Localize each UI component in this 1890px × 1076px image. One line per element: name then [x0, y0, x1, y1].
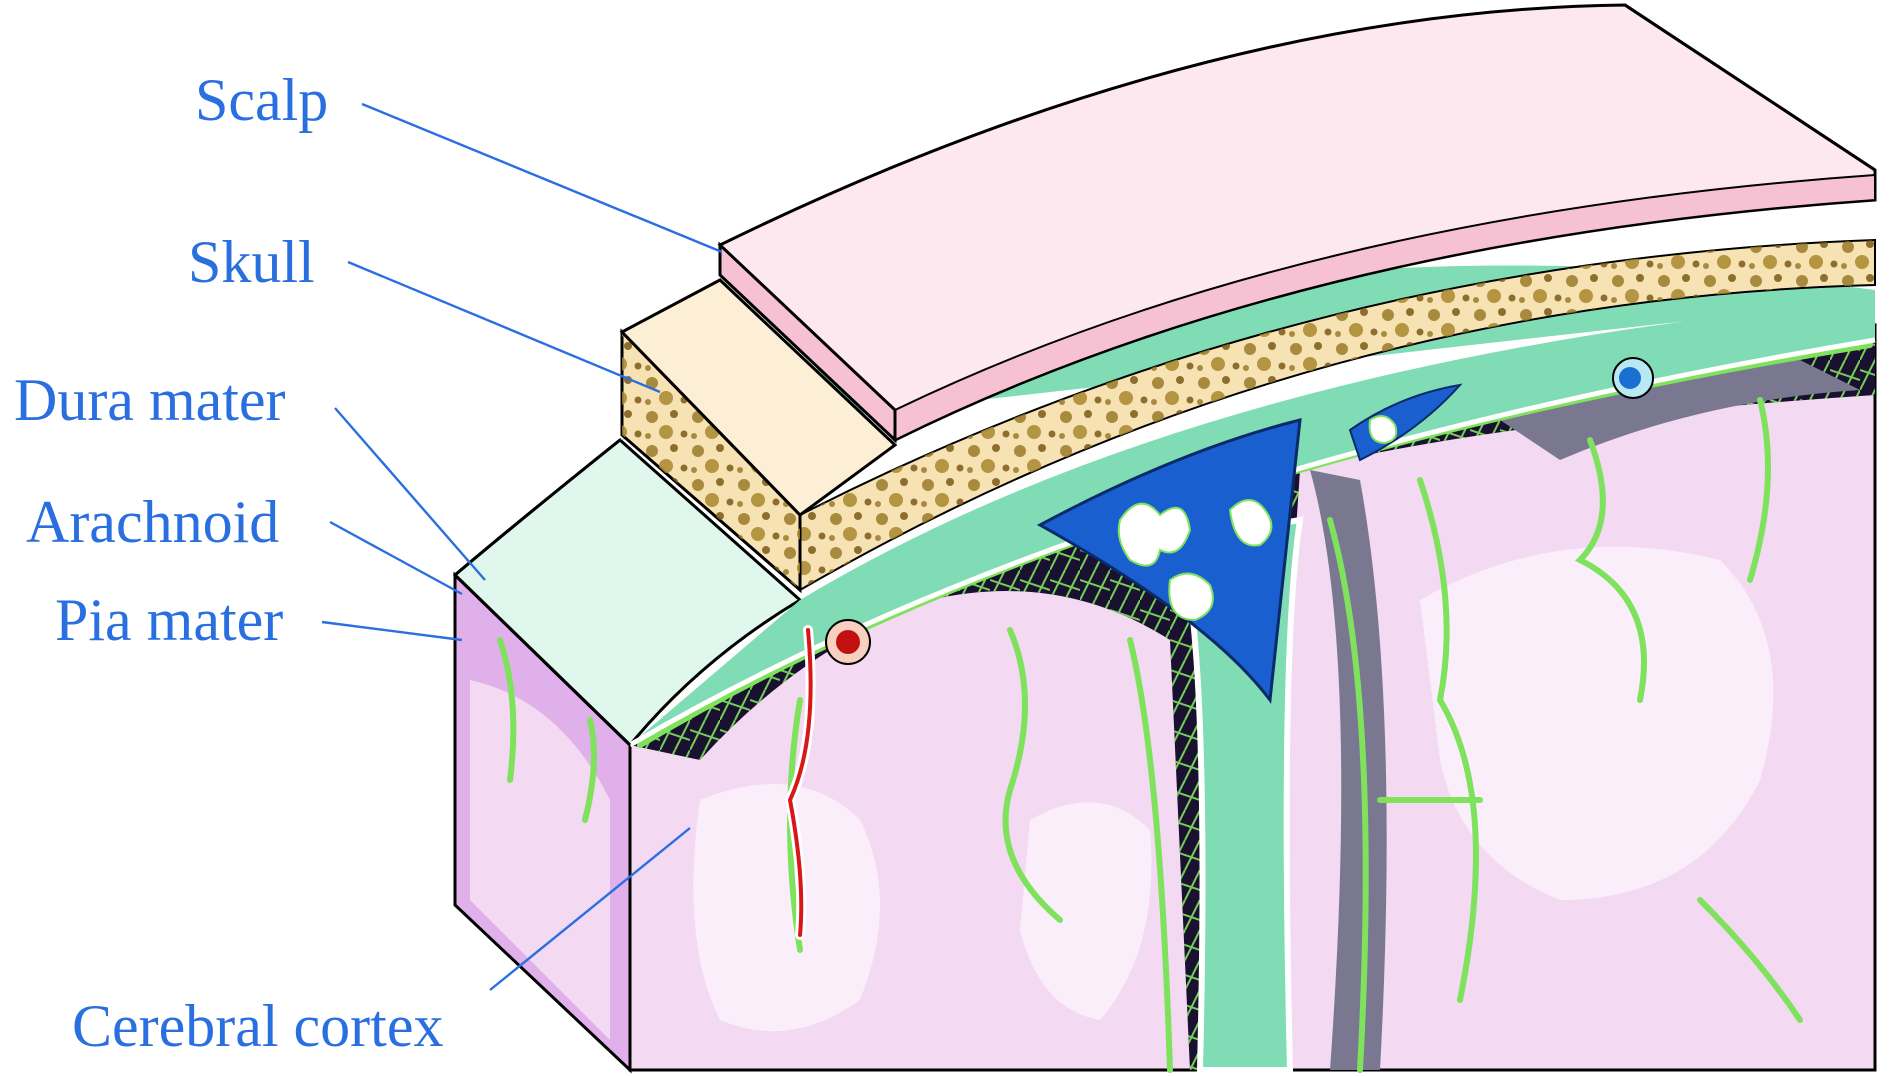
label-cerebral-cortex: Cerebral cortex — [72, 993, 443, 1059]
leader-dura — [334, 407, 486, 581]
skull-layer — [619, 238, 1876, 594]
label-scalp: Scalp — [195, 67, 328, 133]
label-pia-mater: Pia mater — [55, 587, 283, 653]
superior-sagittal-sinus — [1036, 383, 1463, 704]
label-skull: Skull — [188, 229, 315, 295]
label-arachnoid: Arachnoid — [26, 489, 279, 555]
brain-block-side — [453, 571, 632, 1074]
cerebral-artery — [784, 619, 871, 940]
leader-scalp — [361, 102, 723, 254]
leader-skull — [347, 260, 661, 394]
leader-cortex — [489, 827, 691, 991]
leader-pia — [321, 620, 463, 642]
scalp-layer — [717, 3, 1877, 444]
label-dura-mater: Dura mater — [14, 367, 286, 433]
leader-arachnoid — [329, 520, 463, 596]
cerebral-vein — [1612, 357, 1654, 399]
leader-lines — [321, 102, 723, 991]
labels: Scalp Skull Dura mater Arachnoid Pia mat… — [14, 67, 443, 1059]
